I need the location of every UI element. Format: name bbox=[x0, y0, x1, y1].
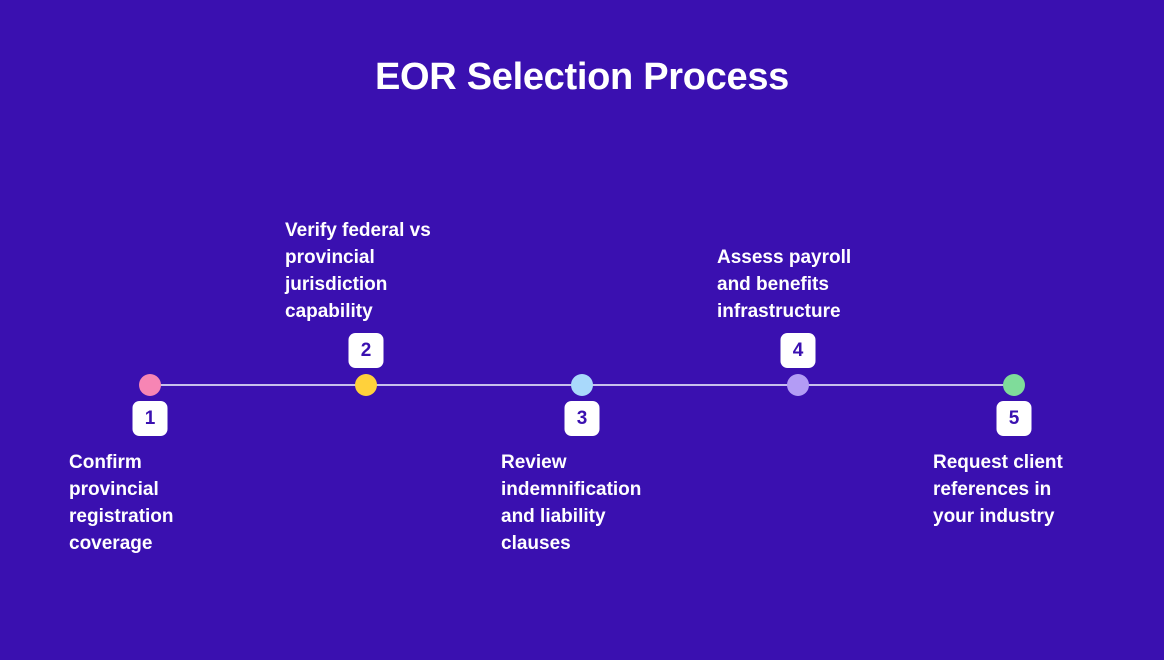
step-4-number-badge: 4 bbox=[780, 333, 816, 368]
step-2-dot bbox=[355, 374, 377, 396]
step-4-dot bbox=[787, 374, 809, 396]
page-title: EOR Selection Process bbox=[375, 56, 789, 98]
step-5-dot bbox=[1003, 374, 1025, 396]
step-4-label: Assess payroll and benefits infrastructu… bbox=[717, 247, 852, 322]
step-1-dot bbox=[139, 374, 161, 396]
step-3-label: Review indemnification and liability cla… bbox=[501, 452, 642, 554]
step-5-label: Request client references in your indust… bbox=[933, 452, 1063, 527]
step-3-number-badge: 3 bbox=[564, 401, 600, 436]
step-3-dot bbox=[571, 374, 593, 396]
step-5-number-badge: 5 bbox=[996, 401, 1032, 436]
step-1-number-badge: 1 bbox=[132, 401, 168, 436]
step-1-label: Confirm provincial registration coverage bbox=[69, 452, 174, 554]
step-2-label: Verify federal vs provincial jurisdictio… bbox=[285, 220, 431, 322]
step-2-number-badge: 2 bbox=[348, 333, 384, 368]
